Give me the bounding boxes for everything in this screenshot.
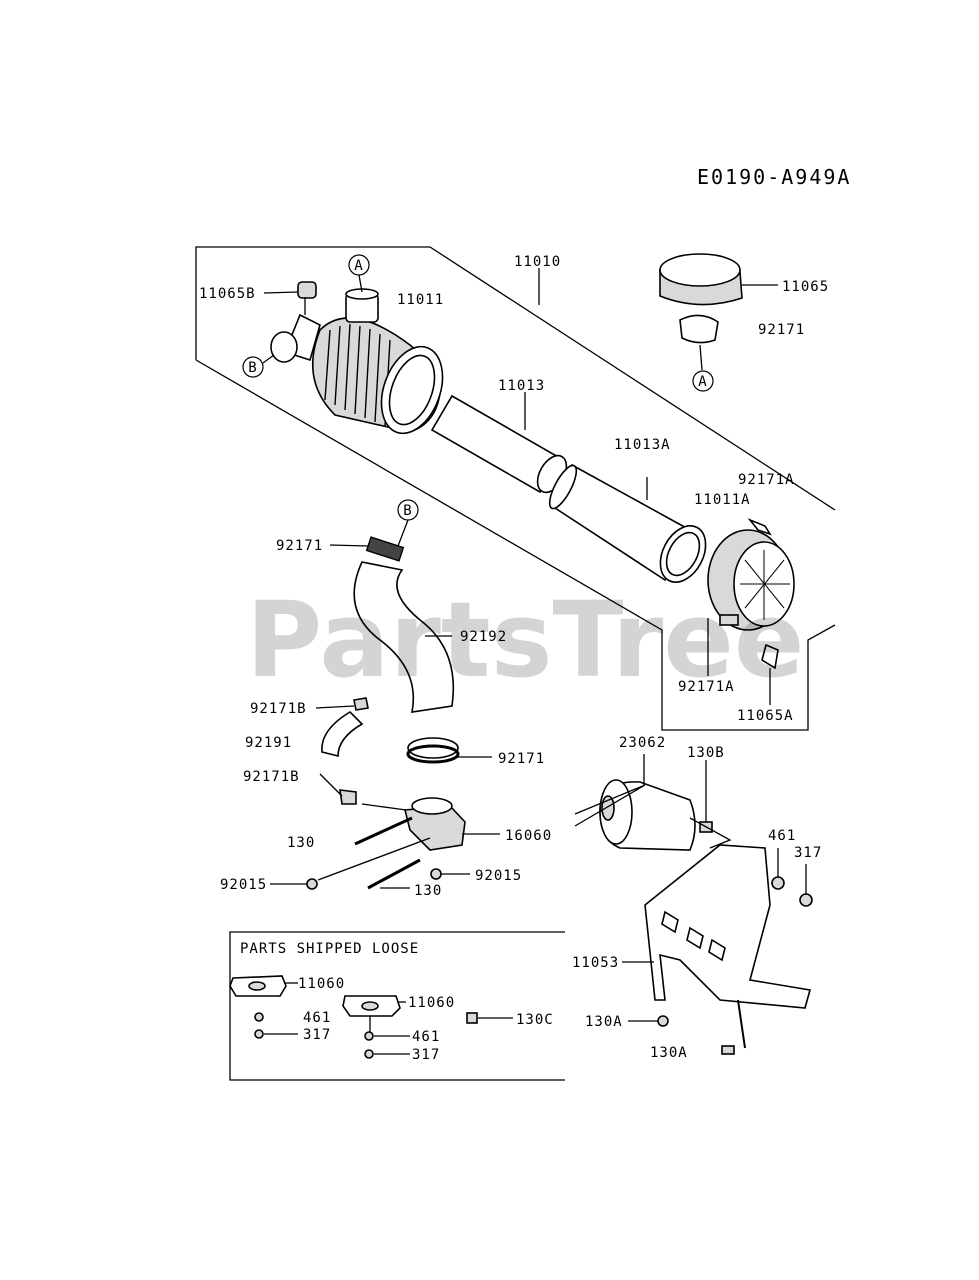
part-11011-housing[interactable]	[270, 288, 454, 442]
part-92015-nuts[interactable]	[270, 837, 470, 890]
part-130-bolts[interactable]	[354, 816, 421, 890]
callout-B-left: B	[242, 354, 275, 378]
label-92015-left: 92015	[220, 877, 267, 893]
label-16060: 16060	[505, 828, 552, 844]
label-92171-c: 92171	[498, 751, 545, 767]
part-11065B-cap[interactable]	[263, 281, 317, 299]
label-461: 461	[768, 828, 796, 844]
label-317: 317	[794, 845, 822, 861]
label-130-bottom: 130	[414, 883, 442, 899]
svg-text:B: B	[403, 503, 412, 519]
label-11053: 11053	[572, 955, 619, 971]
label-92191: 92191	[245, 735, 292, 751]
label-23062: 23062	[619, 735, 666, 751]
loose-label-317-a: 317	[303, 1027, 331, 1043]
loose-label-130C: 130C	[516, 1012, 554, 1028]
diagram-code: E0190-A949A	[697, 165, 851, 189]
svg-text:A: A	[354, 258, 363, 274]
label-92171B-top: 92171B	[250, 701, 307, 717]
label-92171A-top: 92171A	[738, 472, 795, 488]
loose-parts-title: PARTS SHIPPED LOOSE	[240, 941, 419, 957]
label-130A-b: 130A	[650, 1045, 688, 1061]
label-130-left: 130	[287, 835, 315, 851]
part-92191-hose[interactable]	[315, 697, 369, 805]
loose-label-11060-b: 11060	[408, 995, 455, 1011]
label-92171A-bottom: 92171A	[678, 679, 735, 695]
loose-label-11060-a: 11060	[298, 976, 345, 992]
callout-A-bottom: A	[692, 370, 714, 392]
label-92171-b: 92171	[276, 538, 323, 554]
callout-B-hose: B	[397, 499, 419, 547]
label-92171B-bottom: 92171B	[243, 769, 300, 785]
label-11011A: 11011A	[694, 492, 751, 508]
part-461-317-hardware[interactable]	[771, 848, 813, 907]
label-11065A: 11065A	[737, 708, 794, 724]
part-11013A-element[interactable]	[545, 462, 715, 590]
callout-A-top: A	[348, 254, 370, 293]
watermark: PartsTree	[246, 579, 804, 701]
label-11065: 11065	[782, 279, 829, 295]
part-16060-body[interactable]	[361, 797, 500, 851]
label-92015-right: 92015	[475, 868, 522, 884]
label-92171-clamp: 92171	[758, 322, 805, 338]
part-130B-bolt[interactable]	[689, 760, 732, 849]
part-11065-cap[interactable]	[659, 253, 778, 306]
loose-label-317-b: 317	[412, 1047, 440, 1063]
label-92192: 92192	[460, 629, 507, 645]
loose-label-461-b: 461	[412, 1029, 440, 1045]
label-130A-a: 130A	[585, 1014, 623, 1030]
part-92171-clamp-top[interactable]	[679, 314, 719, 371]
part-11053-bracket[interactable]	[622, 844, 812, 1055]
part-11011A-cover[interactable]	[707, 518, 795, 705]
label-11013: 11013	[498, 378, 545, 394]
label-11065B: 11065B	[199, 286, 256, 302]
loose-parts-box	[229, 931, 565, 1081]
svg-text:B: B	[248, 360, 257, 376]
part-130A-bolts[interactable]	[628, 1015, 669, 1027]
label-11013A: 11013A	[614, 437, 671, 453]
part-92192-hose[interactable]	[329, 536, 455, 713]
part-92171-hose-clamp[interactable]	[406, 737, 492, 764]
air-cleaner-assembly-outline	[195, 246, 836, 731]
label-130B: 130B	[687, 745, 725, 761]
label-11011: 11011	[397, 292, 444, 308]
label-11010: 11010	[514, 254, 561, 270]
loose-label-461-a: 461	[303, 1010, 331, 1026]
svg-text:A: A	[698, 374, 707, 390]
part-11013-element[interactable]	[430, 392, 572, 497]
part-23062-shroud[interactable]	[574, 754, 696, 851]
